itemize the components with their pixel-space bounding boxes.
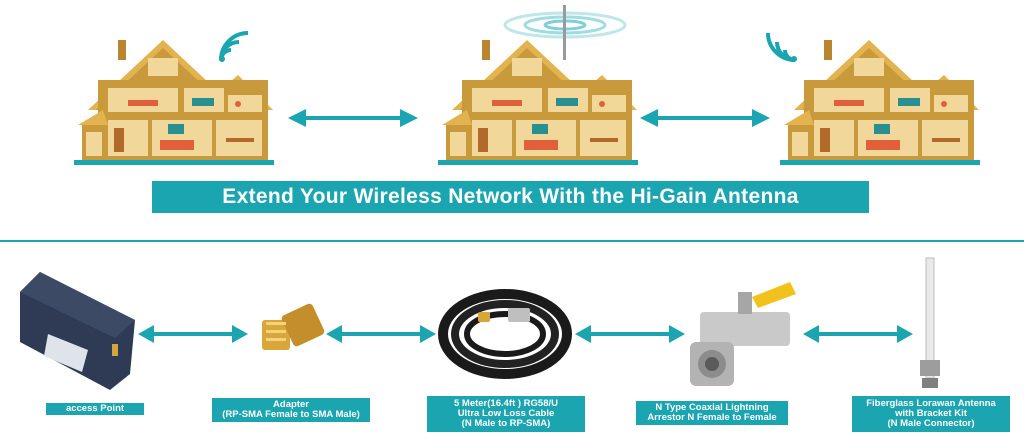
label-arrestor: N Type Coaxial Lightning Arrestor N Fema… <box>636 401 788 425</box>
label-cable: 5 Meter(16.4ft ) RG58/U Ultra Low Loss C… <box>427 396 585 432</box>
label-access-point: access Point <box>46 403 144 415</box>
wifi-signal-icon <box>766 32 797 62</box>
double-arrow-icon <box>573 323 687 345</box>
section-divider <box>0 240 1024 242</box>
house-icon <box>74 40 274 165</box>
arrestor-image <box>690 282 796 386</box>
antenna-icon <box>503 5 627 60</box>
label-antenna: Fiberglass Lorawan Antenna with Bracket … <box>852 396 1010 432</box>
label-adapter: Adapter (RP-SMA Female to SMA Male) <box>212 398 370 422</box>
wifi-signal-icon <box>219 31 249 62</box>
adapter-image <box>262 303 325 350</box>
houses-scene <box>74 5 980 165</box>
house-icon <box>438 40 638 165</box>
double-arrow-icon <box>638 107 772 129</box>
access-point-image <box>20 272 135 390</box>
banner-title: Extend Your Wireless Network With the Hi… <box>152 181 869 213</box>
double-arrow-icon <box>286 107 420 129</box>
house-icon <box>780 40 980 165</box>
antenna-image <box>920 257 940 388</box>
double-arrow-icon <box>136 323 250 345</box>
double-arrow-icon <box>801 323 915 345</box>
double-arrow-icon <box>324 323 438 345</box>
products-scene <box>20 257 940 390</box>
cable-image <box>438 289 572 379</box>
